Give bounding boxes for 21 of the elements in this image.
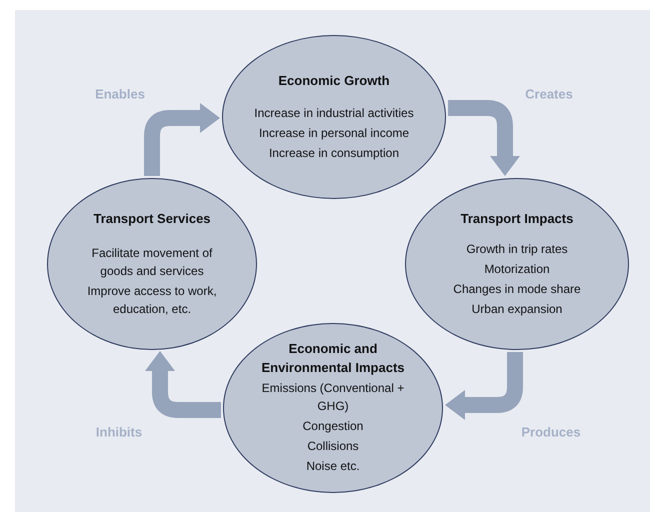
node-text: Facilitate movement of goods and services (90, 244, 214, 280)
node-text: Congestion (302, 418, 364, 435)
node-text: Increase in consumption (268, 144, 400, 162)
edge-label: Inhibits (96, 423, 142, 442)
edge-label: Enables (95, 85, 145, 104)
node-text: Changes in mode share (453, 280, 581, 298)
node-text: Increase in industrial activities (254, 104, 414, 122)
node-text: Urban expansion (472, 300, 562, 318)
node-heading: Economic and Environmental Impacts (260, 340, 406, 377)
edge-label: Produces (521, 423, 581, 442)
node-text: Growth in trip rates (466, 240, 568, 258)
node-text: Motorization (484, 260, 550, 278)
node-text: Noise etc. (306, 458, 360, 475)
edge-label: Creates (525, 85, 573, 104)
node-text: Increase in personal income (258, 124, 410, 142)
node-heading: Transport Impacts (460, 210, 574, 228)
node-heading: Economic Growth (278, 72, 390, 90)
node-text: Emissions (Conventional + GHG) (260, 380, 406, 415)
node-text: Collisions (307, 438, 359, 455)
node-text: Improve access to work, education, etc. (86, 282, 218, 318)
node-heading: Transport Services (93, 210, 211, 228)
